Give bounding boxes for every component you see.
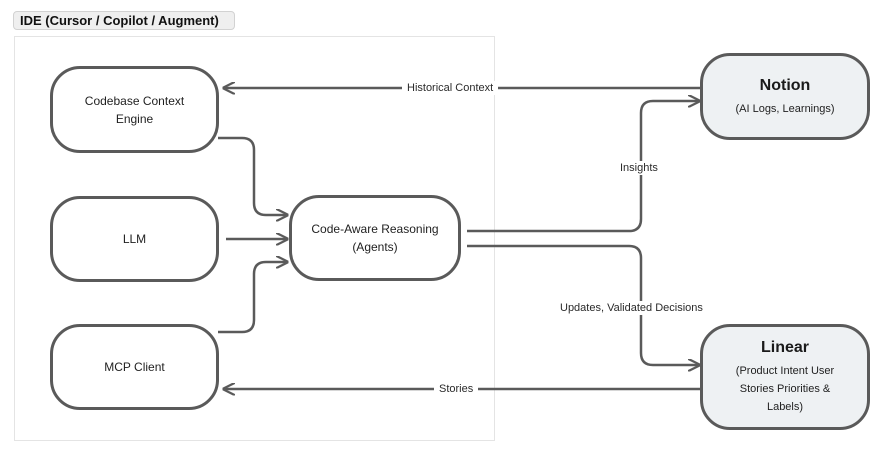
node-notion-subtitle: (AI Logs, Learnings) <box>735 102 835 115</box>
node-llm-label: LLM <box>122 232 147 246</box>
ide-title: IDE (Cursor / Copilot / Augment) <box>13 11 235 30</box>
node-code-aware-reasoning: Code-Aware Reasoning (Agents) <box>289 195 461 281</box>
edge-label-stories: Stories <box>434 382 479 396</box>
edge-codebase-to-reasoning <box>218 136 286 215</box>
node-notion-title: Notion <box>759 76 811 94</box>
node-llm: LLM <box>50 196 219 282</box>
node-linear: Linear (Product Intent User Stories Prio… <box>700 324 870 430</box>
node-mcp-client: MCP Client <box>50 324 219 410</box>
edge-mcp-to-reasoning <box>218 262 286 334</box>
node-codebase-context-engine: Codebase Context Engine <box>50 66 219 153</box>
edge-label-historical-context: Historical Context <box>402 81 499 95</box>
node-notion: Notion (AI Logs, Learnings) <box>700 53 870 140</box>
node-reasoning-label: Code-Aware Reasoning (Agents) <box>311 222 439 254</box>
node-linear-title: Linear <box>760 339 809 356</box>
node-codebase-label: Codebase Context Engine <box>84 93 185 126</box>
edge-label-updates: Updates, Validated Decisions <box>555 301 708 315</box>
edge-reasoning-to-notion <box>467 101 698 233</box>
edge-label-insights: Insights <box>615 161 663 175</box>
node-mcp-label: MCP Client <box>104 360 165 374</box>
node-linear-subtitle: (Product Intent User Stories Priorities … <box>735 365 835 413</box>
